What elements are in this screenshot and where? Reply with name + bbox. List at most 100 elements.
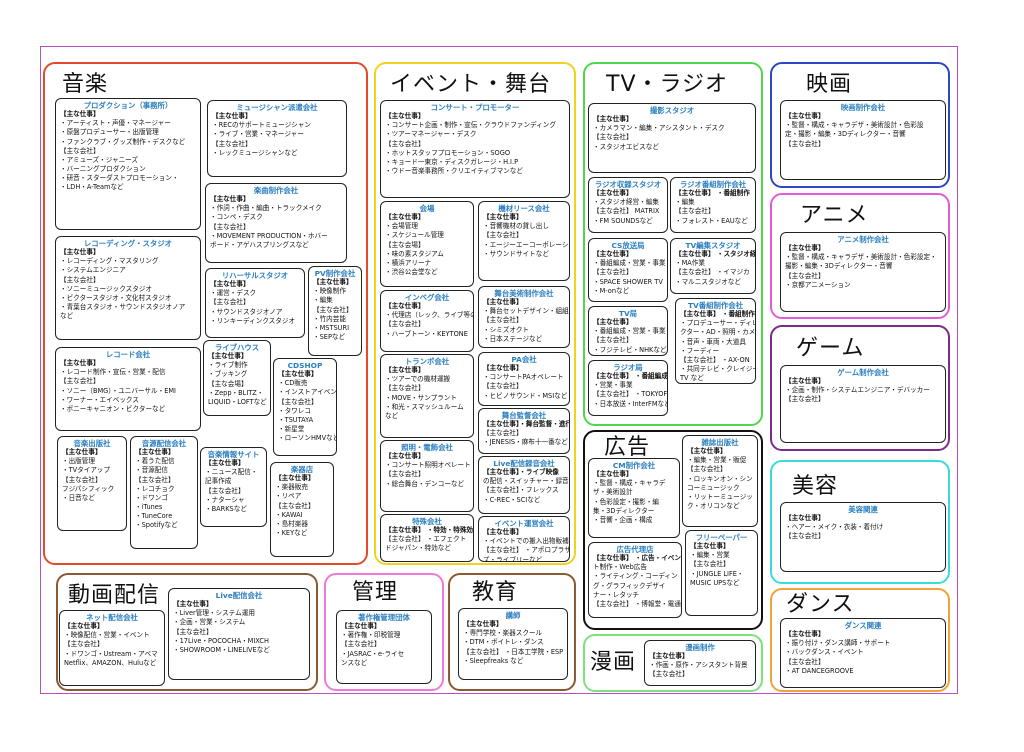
company-box-line: ・運営・デスク — [210, 289, 257, 298]
company-box-line: 【主な会社】 ・アポロプラザー — [483, 546, 570, 555]
company-box-line: 【主な会社】 — [385, 470, 425, 479]
company-box-title: 撮影スタジオ — [649, 106, 695, 115]
company-box-title: ネット配信会社 — [86, 613, 138, 622]
company-box: 舞台美術制作会社【主な仕事】・舞台セットデザイン・組組み【主な会社】・シミズオク… — [478, 286, 570, 348]
company-box-line: 【主な会社】 — [60, 275, 100, 284]
company-box-line: ・味の素スタジアム — [385, 249, 444, 258]
company-box-line: 【主な会社】 — [278, 397, 318, 406]
company-box-line: 【主な仕事】 — [205, 459, 245, 468]
category-admin — [324, 573, 444, 691]
company-box-line: 撮影・編集・3Dディレクター・音響 — [785, 262, 893, 271]
company-box-line: ・コンサート企画・制作・宣伝・クラウドファンディング — [385, 121, 556, 130]
company-box-line: ・リンキーディンクスタジオ — [210, 316, 296, 325]
company-box-title: PV制作会社 — [314, 269, 356, 278]
company-box-title: 舞台監督会社 — [501, 411, 547, 420]
company-box-line: ・会場管理 — [385, 222, 418, 231]
company-box-title: 映画制作会社 — [840, 103, 886, 112]
company-box-line: 【主な会社】 — [483, 429, 523, 438]
company-box-line: ・監督・構成・キャラデザ・美術設計・色彩設 — [785, 121, 924, 130]
company-box-line: ・ソニーミュージックスタジオ — [60, 284, 152, 293]
company-box-line: ・渋谷公会堂など — [385, 267, 438, 276]
company-box-line: ・ワーナー・エイベックス — [60, 395, 139, 404]
company-box-line: ・MA作業 — [675, 259, 705, 268]
company-box-line: 【主な会社】 ・博報堂・電通 — [593, 599, 681, 608]
company-box-title: ミュージシャン派遣会社 — [236, 103, 318, 112]
company-box-line: ・編集 — [313, 296, 333, 305]
company-box-line: ・Liver管理・システム運用 — [173, 609, 255, 618]
company-box-line: 【主な会社】 — [385, 384, 425, 393]
company-box-line: 【主な仕事】 ・特効・特殊効果 — [385, 526, 474, 535]
company-box-line: ・MOVE・サンプラント — [385, 393, 457, 402]
company-box-line: ・ハーブトーン・KEYTONE — [385, 329, 468, 338]
company-box-line: 【主な仕事】 — [173, 600, 213, 609]
company-box-line: ・SPACE SHOWER TV — [593, 277, 663, 286]
category-music — [43, 62, 368, 565]
company-box: レコーディング・スタジオ【主な仕事】・レコーディング・マスタリング・システムエン… — [55, 236, 201, 340]
company-box-line: など — [385, 411, 399, 420]
company-box-title: 会場 — [419, 204, 435, 213]
company-box-line: ・FM SOUNDSなど — [593, 216, 653, 225]
company-box-line: 【主な会社】 — [60, 146, 100, 155]
company-box-line: 【主な仕事】 — [649, 652, 689, 661]
company-box-title: TV編集スタジオ — [685, 241, 741, 250]
company-box-line: ・iTunes — [135, 502, 163, 511]
company-box-line: 【主な会社】 ・AX-ON — [680, 355, 750, 364]
company-box: イベント運営会社【主な仕事】・イベントでの搬入出物販補助【主な会社】 ・アポロプ… — [478, 516, 570, 562]
company-box-line: 【主な会社】 — [785, 532, 825, 541]
company-box-title: プロダクション（事務所） — [83, 101, 173, 110]
company-box-line: 【主な会社】 ・TOKYOFM — [593, 390, 668, 399]
company-box-line: ・DTM・ボイトレ・ダンス — [463, 638, 544, 647]
company-box-line: 【主な仕事】 — [593, 250, 633, 259]
company-box-line: ・JENESIS・麻布十一番など — [483, 438, 568, 447]
company-box-line: 【主な仕事】 — [60, 248, 100, 257]
company-box-line: ・KAWAI — [275, 510, 303, 519]
company-box-line: TV など — [680, 373, 704, 382]
company-box-line: 【主な会社】 — [690, 560, 730, 569]
company-box-line: ・フォレスト・EAUなど — [675, 216, 748, 225]
company-box-line: ・振り付け・ダンス講師・サポート — [785, 639, 891, 648]
company-box-line: 【主な会社】 — [64, 640, 104, 649]
company-box-title: 講師 — [505, 611, 521, 620]
company-box-line: 【主な会社】 — [205, 486, 245, 495]
company-box-title: 音楽出版社 — [73, 439, 111, 448]
company-box-line: 【主な会社】 — [60, 377, 100, 386]
company-box-line: 【主な会社】 — [483, 316, 523, 325]
company-box-line: ・音響・企画・構成 — [593, 515, 653, 524]
company-box-line: 【主な会社】 — [593, 133, 633, 142]
category-title-dance: ダンス — [786, 592, 855, 617]
company-box-line: 【主な会社】 — [62, 475, 102, 484]
company-box-line: 【主な会社】 — [210, 298, 250, 307]
company-box-line: ・営業・事業 — [593, 381, 633, 390]
category-manga — [583, 634, 763, 692]
company-box: PV制作会社【主な仕事】・映像制作・編集【主な会社】・竹内芸能・MSTSURI・… — [308, 266, 362, 356]
category-title-music: 音楽 — [62, 72, 109, 97]
company-box-line: 【主な会社】 — [275, 501, 315, 510]
company-box-line: ・監督・構成・キャラデ — [593, 479, 666, 488]
company-box-line: ・CD販売 — [278, 379, 308, 388]
category-title-beauty: 美容 — [792, 474, 839, 499]
company-box: フリーペーパー【主な仕事】・編集・営業【主な会社】・JUNGLE LIFE・MU… — [685, 530, 758, 616]
company-box-line: ・ライブ制作 — [208, 361, 248, 370]
company-box-line: ・インストアイベント — [278, 388, 337, 397]
company-box-line: ・ヘアー・メイク・衣装・着付け — [785, 523, 884, 532]
company-box-line: 【主な会社】 — [341, 640, 381, 649]
company-box-line: 集・3Dディレクター — [593, 506, 655, 515]
company-box-title: 舞台美術制作会社 — [494, 289, 554, 298]
company-box: 講師【主な仕事】・専門学校・楽器スクール・DTM・ボイトレ・ダンス【主な会社】 … — [458, 608, 568, 680]
company-box: リハーサルスタジオ【主な仕事】・運営・デスク【主な会社】・サウンドスタジオノア・… — [205, 268, 305, 338]
category-ad — [583, 430, 763, 630]
company-box-title: CS放送局 — [611, 241, 645, 250]
company-box-line: ・著作権・印税管理 — [341, 631, 401, 640]
company-box-line: 【主な会社】 — [135, 475, 175, 484]
company-box-line: コーミュージック — [687, 483, 740, 492]
company-box-line: 【主な会社】 ・日本工学院・ESP — [463, 647, 564, 656]
company-box-line: ・ニュース配信・ — [205, 468, 258, 477]
company-box-title: 雑誌出版社 — [701, 438, 739, 447]
company-box-title: 漫画制作 — [685, 643, 715, 652]
company-box-line: ・ビクタースタジオ・文化村スタジオ — [60, 293, 172, 302]
company-box-line: ・横浜アリーナ — [385, 258, 432, 267]
company-box-line: ・MOVEMENT PRODUCTION・ホバー — [210, 231, 328, 240]
company-box-line: ・企画・営業・システム — [173, 618, 246, 627]
company-box: 美容関連【主な仕事】・ヘアー・メイク・衣装・着付け【主な会社】 — [780, 502, 946, 572]
company-box: ダンス関連【主な仕事】・振り付け・ダンス講師・サポート・バックダンス・イベント【… — [780, 618, 946, 688]
